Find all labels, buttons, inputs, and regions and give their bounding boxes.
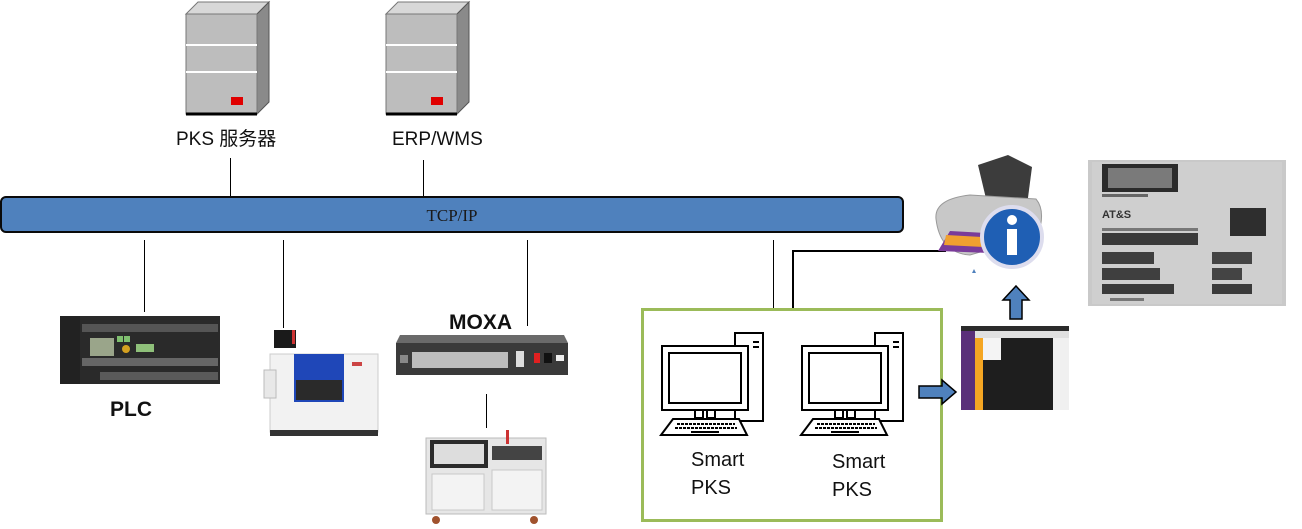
workstation-group — [641, 308, 943, 522]
pks-server-connector — [230, 158, 231, 196]
workstation-label-line2: PKS — [832, 479, 873, 501]
dispenser-connector — [486, 394, 487, 428]
workstation-connector — [773, 240, 774, 308]
dispensing-machine-icon — [425, 430, 547, 524]
moxa-label: MOXA — [449, 311, 512, 334]
workstation-computer-icon — [659, 332, 764, 436]
smt-connector — [283, 240, 284, 328]
erp-wms-label: ERP/WMS — [392, 129, 483, 150]
software-screenshot-icon — [961, 326, 1069, 410]
smt-machine-icon — [263, 330, 379, 436]
workstation-label-line1: Smart — [832, 451, 886, 473]
arrow-up-icon — [1001, 284, 1031, 320]
label-printer-icon — [935, 155, 1044, 273]
pks-server-icon — [184, 0, 271, 116]
plc-connector — [144, 240, 145, 312]
workstation-label: Smart PKS — [832, 448, 885, 504]
arrow-right-icon — [918, 378, 958, 406]
workstation-label-line1: Smart — [691, 449, 745, 471]
printer-connector — [792, 250, 946, 308]
workstation-label: Smart PKS — [691, 446, 744, 502]
pks-server-label: PKS 服务器 — [176, 129, 277, 150]
printed-label-image: AT&S — [1088, 160, 1286, 306]
moxa-connector — [527, 240, 528, 326]
label-company-text: AT&S — [1102, 209, 1131, 221]
tcp-ip-network-bus: TCP/IP — [0, 196, 904, 233]
erp-wms-server-icon — [384, 0, 471, 116]
erp-connector — [423, 160, 424, 196]
moxa-switch-icon — [396, 335, 568, 375]
plc-label: PLC — [110, 398, 152, 421]
tcp-ip-label: TCP/IP — [426, 206, 478, 225]
workstation-computer-icon — [799, 332, 904, 436]
workstation-label-line2: PKS — [691, 477, 732, 499]
plc-device-icon — [60, 316, 220, 384]
